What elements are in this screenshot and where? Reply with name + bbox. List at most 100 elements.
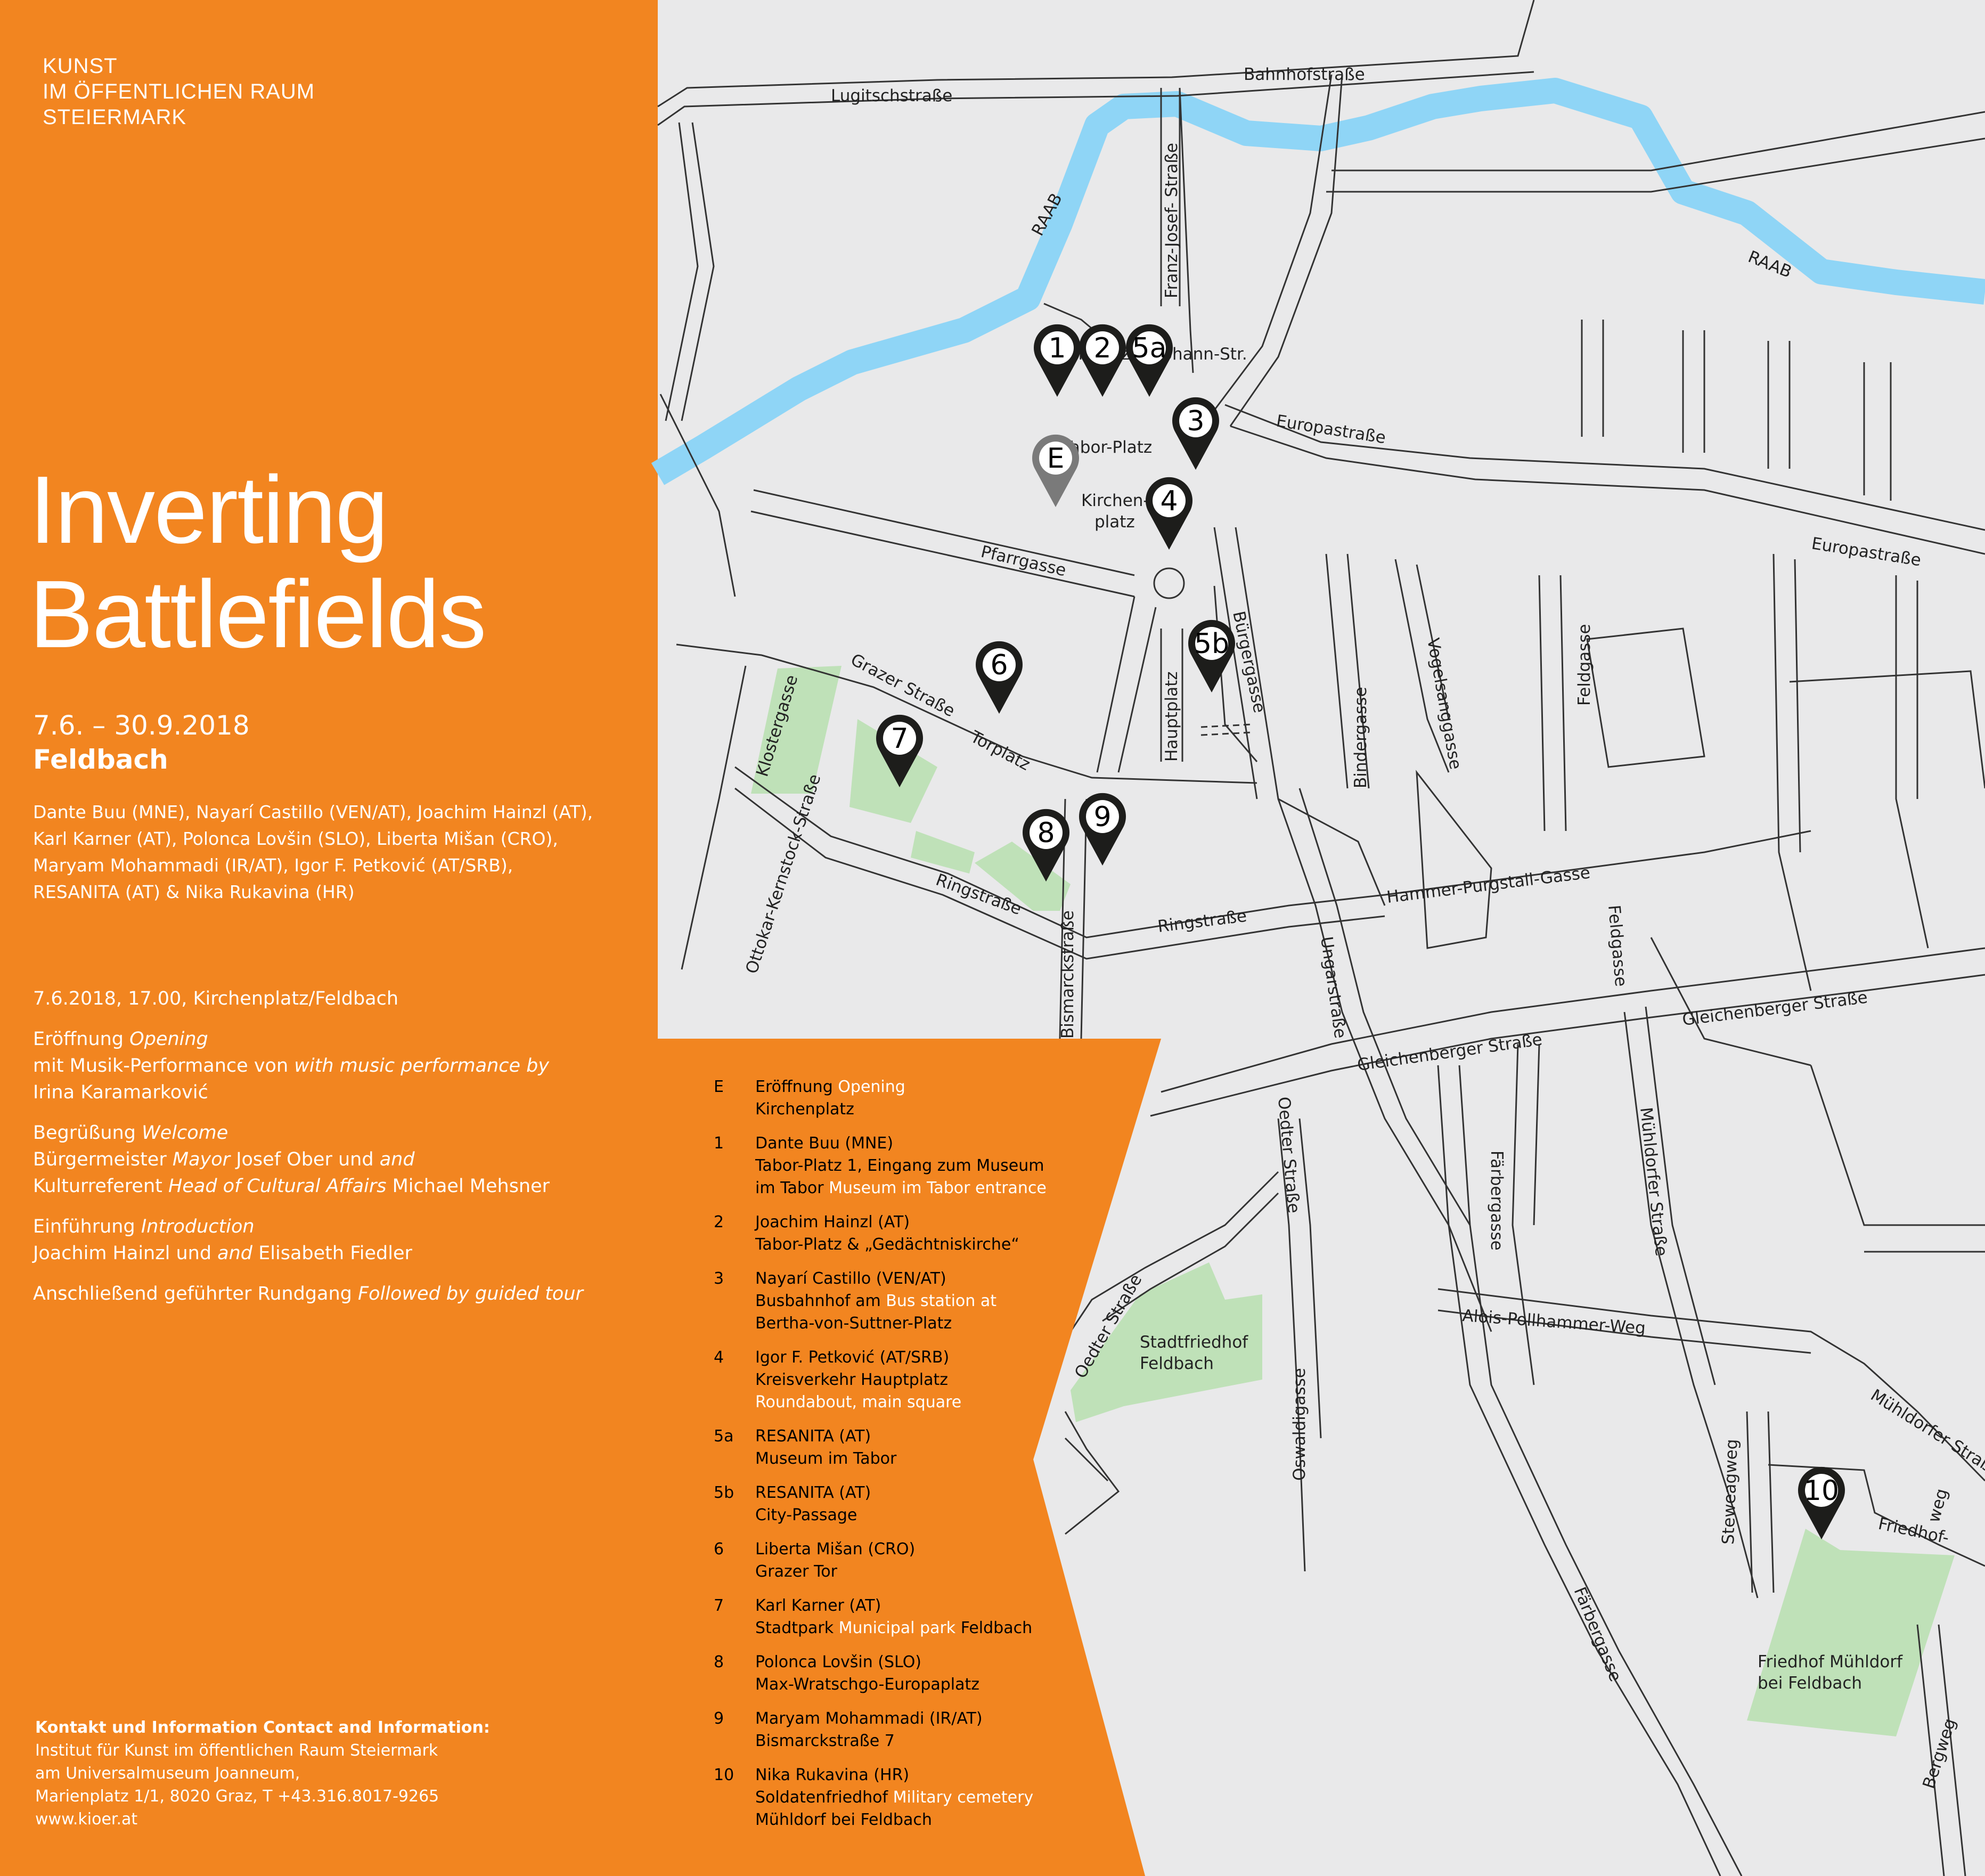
map-pin-face [1805, 1474, 1838, 1507]
program-text-en: Mayor [172, 1149, 231, 1170]
artists-line: Maryam Mohammadi (IR/AT), Igor F. Petkov… [33, 855, 513, 876]
program-title: Einführung [33, 1216, 135, 1237]
program-item-opening: Eröffnung Opening mit Musik-Performance … [33, 1026, 630, 1106]
map-pin-face [1030, 816, 1063, 849]
program-text-en: and [379, 1149, 415, 1170]
legend-name: Maryam Mohammadi (IR/AT) [755, 1709, 983, 1728]
legend-id: 6 [714, 1540, 724, 1559]
program-title: Eröffnung [33, 1029, 124, 1050]
contact-info: Kontakt und Information Contact and Info… [35, 1716, 490, 1831]
legend-desc: Museum im Tabor [755, 1449, 897, 1468]
map-pin-E[interactable]: E [1032, 434, 1080, 507]
legend-id: 3 [714, 1269, 724, 1288]
park-friedhof-muehldorf [1747, 1529, 1955, 1736]
street-label: Färbergasse [1487, 1151, 1506, 1251]
program-text-en: Head of Cultural Affairs [168, 1176, 387, 1197]
artists-line: Dante Buu (MNE), Nayarí Castillo (VEN/AT… [33, 802, 593, 822]
place-label: Friedhof Mühldorf [1758, 1652, 1903, 1671]
legend-name: Nayarí Castillo (VEN/AT) [755, 1269, 946, 1288]
map-pin-2[interactable]: 2 [1079, 324, 1126, 397]
legend-desc: Roundabout, main square [755, 1393, 962, 1412]
event-place: Feldbach [33, 744, 168, 775]
legend-id: 10 [714, 1766, 734, 1784]
legend-name: Dante Buu (MNE) [755, 1134, 894, 1153]
map-pin-10[interactable]: 10 [1798, 1466, 1845, 1539]
map-pin-face [1153, 484, 1186, 517]
map-pin-7[interactable]: 7 [876, 714, 923, 787]
legend-desc: Busbahnhof am Bus station at [755, 1292, 996, 1310]
street-label: Franz-Josef- Straße [1162, 143, 1181, 298]
map-pin-label: 1 [1048, 332, 1066, 364]
map-pin-label: 10 [1804, 1475, 1839, 1507]
map-pin-9[interactable]: 9 [1079, 793, 1126, 866]
map-pin-6[interactable]: 6 [976, 641, 1023, 714]
map-pin-label: 5b [1194, 628, 1229, 660]
program-text: Joachim Hainzl und [33, 1243, 212, 1264]
park-stadtfriedhof [1071, 1262, 1262, 1422]
park-stadtpark-2 [911, 831, 975, 874]
program-title-en: Introduction [141, 1216, 255, 1237]
map-pin-8[interactable]: 8 [1023, 809, 1070, 882]
legend-desc: Kirchenplatz [755, 1100, 854, 1119]
legend-name: Igor F. Petković (AT/SRB) [755, 1348, 950, 1367]
street-label: Feldgasse [1575, 624, 1594, 706]
legend-desc: Bismarckstraße 7 [755, 1732, 895, 1750]
program-text: Bürgermeister [33, 1149, 167, 1170]
legend-desc: Max-Wratschgo-Europaplatz [755, 1675, 980, 1694]
map-pin-label: 7 [891, 723, 908, 755]
artists-line: RESANITA (AT) & Nika Rukavina (HR) [33, 882, 355, 902]
legend-id: 5b [714, 1483, 734, 1502]
place-label: platz [1094, 512, 1135, 532]
legend-desc: Soldatenfriedhof Military cemetery [755, 1788, 1034, 1807]
map-pin-label: 8 [1037, 817, 1055, 849]
org-line: KUNST [43, 54, 118, 78]
program-text: Josef Ober und [236, 1149, 374, 1170]
program-text: Elisabeth Fiedler [258, 1243, 412, 1264]
program-text: Anschließend geführter Rundgang [33, 1283, 352, 1304]
legend-desc: Mühldorf bei Feldbach [755, 1810, 932, 1829]
legend-name: Nika Rukavina (HR) [755, 1766, 910, 1784]
legend-name: Karl Karner (AT) [755, 1596, 881, 1615]
legend-item: 3 Nayarí Castillo (VEN/AT) Busbahnhof am B… [714, 1268, 1087, 1335]
program-text: mit Musik-Performance von [33, 1055, 289, 1076]
map-pin-5b[interactable]: 5b [1188, 619, 1235, 692]
org-name: KUNST IM ÖFFENTLICHEN RAUM STEIERMARK [43, 53, 315, 130]
program-text: Kulturreferent [33, 1176, 162, 1197]
map-pin-label: 2 [1093, 332, 1111, 364]
map-pin-face [1086, 331, 1119, 364]
title-line: Battlefields [29, 561, 486, 668]
contact-link[interactable]: www.kioer.at [35, 1810, 138, 1829]
program-item-introduction: Einführung Introduction Joachim Hainzl u… [33, 1213, 630, 1267]
street-label: Hauptplatz [1162, 671, 1181, 762]
river-raab-shape [651, 78, 1985, 485]
map-pin-label: 6 [990, 649, 1008, 681]
contact-heading: Kontakt und Information Contact and Info… [35, 1718, 490, 1737]
street-label: Bindergasse [1351, 687, 1370, 788]
program-title: Begrüßung [33, 1122, 136, 1144]
org-line: IM ÖFFENTLICHEN RAUM [43, 80, 315, 103]
legend-name: RESANITA (AT) [755, 1483, 871, 1502]
map-pin-1[interactable]: 1 [1034, 324, 1081, 397]
legend-name: Joachim Hainzl (AT) [755, 1213, 910, 1231]
map-pin-label: 3 [1187, 405, 1204, 437]
map-pin-3[interactable]: 3 [1172, 397, 1219, 470]
legend-id: 8 [714, 1653, 724, 1671]
map-area [658, 0, 1985, 1876]
org-line: STEIERMARK [43, 105, 187, 129]
map-pin-face [883, 722, 916, 755]
program-item-tour: Anschließend geführter Rundgang Followed… [33, 1280, 630, 1307]
opening-program: 7.6.2018, 17.00, Kirchenplatz/Feldbach E… [33, 985, 630, 1321]
map-pin-5a[interactable]: 5a [1126, 324, 1173, 397]
place-label: Stadtfriedhof [1140, 1333, 1248, 1352]
map-pin-4[interactable]: 4 [1146, 477, 1192, 550]
legend-desc: Kreisverkehr Hauptplatz [755, 1371, 948, 1389]
street-label: Bismarckstraße [1058, 910, 1077, 1039]
park-europaplatz [975, 842, 1071, 911]
program-title-en: Welcome [142, 1122, 228, 1144]
